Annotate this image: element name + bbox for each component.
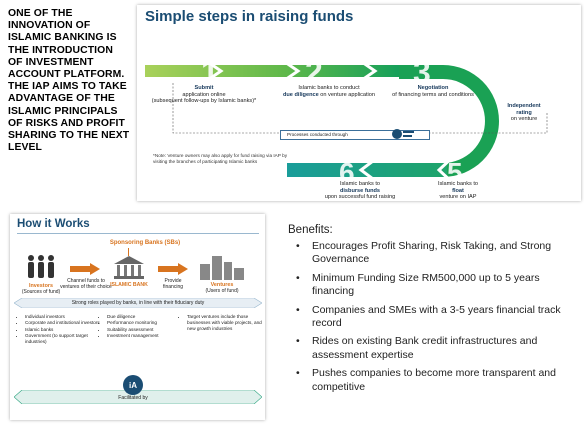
- investors-people-icon: [28, 255, 54, 278]
- svg-text:iA: iA: [129, 381, 137, 390]
- steps-infographic: Simple steps in raising funds 1 2: [137, 5, 581, 201]
- bottom-arrow-band: [287, 163, 447, 177]
- how-title: How it Works: [17, 218, 90, 230]
- step-number-4: 4: [555, 99, 572, 132]
- list-item: Individual investors: [25, 314, 101, 320]
- list-item: Islamic banks: [25, 327, 101, 333]
- islamic-bank-icon: [114, 256, 144, 279]
- step-6-label: Islamic banks to disburse funds upon suc…: [324, 181, 396, 201]
- step-1-label: Submit application online (subsequent fo…: [151, 85, 257, 105]
- benefit-item: •Rides on existing Bank credit infrastru…: [296, 335, 538, 361]
- process-box: Processes conducted through: [280, 130, 430, 140]
- benefits-list: •Encourages Profit Sharing, Risk Taking,…: [288, 240, 580, 399]
- steps-flow-graphic: 1 2 3 4 5 6: [145, 54, 572, 188]
- step-number-1: 1: [201, 54, 219, 90]
- step-4-label: Independent rating on venture: [507, 103, 541, 123]
- bank-roles-list: Due diligence Performance monitoring Sui…: [100, 314, 183, 340]
- step-2-label: Islamic banks to conduct due diligence o…: [282, 85, 376, 98]
- step-3-label: Negotiation of financing terms and condi…: [392, 85, 474, 98]
- islamic-bank-label: ISLAMIC BANK: [110, 282, 148, 288]
- benefits-title: Benefits:: [288, 224, 333, 236]
- list-item: Suitability assessment: [107, 327, 183, 333]
- step-5-label: Islamic banks to float venture on IAP: [437, 181, 479, 201]
- title-divider: [17, 233, 259, 234]
- roles-band: [14, 298, 262, 308]
- benefit-item: •Minimum Funding Size RM500,000 up to 5 …: [296, 271, 540, 298]
- ventures-sublabel: (Users of fund): [205, 288, 239, 294]
- sponsoring-banks-label: Sponsoring Banks (SBs): [109, 240, 181, 246]
- investor-types-list: Individual investors Corporate and insti…: [18, 314, 101, 345]
- ventures-label: Ventures: [210, 282, 234, 288]
- facilitated-band: [14, 390, 262, 404]
- benefit-item: •Encourages Profit Sharing, Risk Taking,…: [296, 240, 552, 266]
- sponsor-connector: [128, 248, 129, 256]
- facilitated-label: Facilitated by: [118, 395, 148, 401]
- roles-text: Strong roles played by banks, in line wi…: [71, 300, 205, 306]
- list-item: Corporate and institutional investors: [25, 320, 101, 326]
- investors-sublabel: (Sources of fund): [21, 289, 61, 295]
- step-number-6: 6: [339, 157, 355, 188]
- channel-text: Channel funds to ventures of their choic…: [60, 278, 112, 290]
- list-item: Target ventures include those businesses…: [187, 314, 267, 331]
- list-item: Government (to support target industries…: [25, 333, 101, 345]
- list-item: Performance monitoring: [107, 320, 183, 326]
- how-it-works-panel: How it Works Sponsoring Banks (SBs) Inve…: [10, 214, 265, 420]
- intro-paragraph: ONE OF THE INNOVATION OF ISLAMIC BANKING…: [8, 8, 130, 154]
- channel-arrow-icon: [70, 263, 100, 275]
- list-item: Due diligence: [107, 314, 183, 320]
- step-number-2: 2: [305, 54, 323, 90]
- benefit-item: •Companies and SMEs with a 3-5 years fin…: [296, 303, 561, 330]
- ventures-list: Target ventures include those businesses…: [180, 314, 267, 332]
- step-number-3: 3: [413, 54, 431, 90]
- ventures-buildings-icon: [200, 256, 244, 280]
- list-item: Investment management: [107, 333, 183, 339]
- benefit-item: •Pushes companies to become more transpa…: [296, 367, 556, 393]
- step-number-5: 5: [447, 157, 463, 188]
- provide-text: Provide financing: [162, 278, 183, 290]
- iap-facilitator-logo-icon: iA: [123, 375, 143, 395]
- investors-label: Investors: [29, 283, 53, 289]
- provide-arrow-icon: [158, 263, 188, 275]
- steps-note: *Note: Venture owners may also apply for…: [153, 153, 288, 164]
- top-arrow-band: [145, 65, 399, 77]
- iap-logo-icon: [392, 129, 414, 139]
- steps-title: Simple steps in raising funds: [145, 8, 354, 25]
